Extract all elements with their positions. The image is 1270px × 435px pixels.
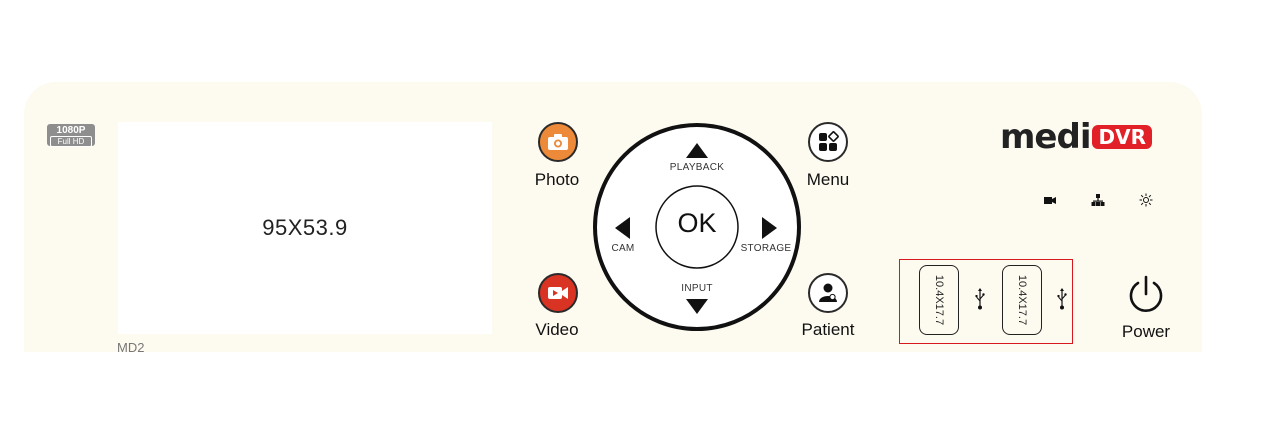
down-arrow-icon <box>686 299 708 314</box>
dpad-right-storage[interactable]: STORAGE <box>740 243 792 254</box>
patient-user-icon <box>819 283 837 302</box>
full-hd-badge: 1080P Full HD <box>47 124 95 147</box>
display-screen: 95X53.9 <box>118 122 492 334</box>
navigation-dpad: PLAYBACK INPUT CAM STORAGE OK <box>592 122 802 332</box>
badge-label: Full HD <box>50 136 92 147</box>
video-camera-icon <box>548 287 568 299</box>
patient-button[interactable] <box>808 273 848 313</box>
logo-product: DVR <box>1092 125 1152 149</box>
badge-resolution: 1080P <box>56 125 86 136</box>
power-button[interactable] <box>1126 274 1166 314</box>
menu-grid-icon <box>819 131 839 151</box>
usb-slot-2-label: 10.4X17.7 <box>1016 274 1028 326</box>
dpad-down-input[interactable]: INPUT <box>681 283 713 294</box>
logo-brand: medi <box>1000 117 1091 157</box>
usb-icon <box>975 288 985 310</box>
power-icon <box>1129 275 1163 312</box>
network-indicator-icon <box>1091 194 1105 206</box>
menu-button[interactable] <box>808 122 848 162</box>
usb-ports-area: 10.4X17.7 10.4X17.7 <box>899 259 1073 344</box>
dpad-left-cam[interactable]: CAM <box>611 243 635 254</box>
camera-indicator-icon <box>1044 197 1056 204</box>
usb-slot-1-label: 10.4X17.7 <box>933 274 945 326</box>
medidvr-logo: medi DVR <box>1000 120 1152 154</box>
activity-indicator-icon <box>1139 193 1153 207</box>
dpad-up-playback[interactable]: PLAYBACK <box>669 162 725 173</box>
right-arrow-icon <box>762 217 777 239</box>
left-arrow-icon <box>615 217 630 239</box>
up-arrow-icon <box>686 143 708 158</box>
power-label: Power <box>1121 322 1171 341</box>
dpad-ring <box>593 123 801 331</box>
patient-label: Patient <box>801 320 855 339</box>
menu-label: Menu <box>806 170 850 189</box>
model-label: MD2 <box>117 340 145 355</box>
screen-dimensions: 95X53.9 <box>262 215 348 240</box>
ok-button[interactable]: OK <box>677 208 717 238</box>
video-button[interactable] <box>538 273 578 313</box>
photo-button[interactable] <box>538 122 578 162</box>
usb-slot-1[interactable]: 10.4X17.7 <box>919 265 959 335</box>
usb-slot-2[interactable]: 10.4X17.7 <box>1002 265 1042 335</box>
photo-label: Photo <box>534 170 580 189</box>
usb-icon <box>1057 288 1067 310</box>
camera-icon <box>548 134 568 150</box>
video-label: Video <box>535 320 579 339</box>
